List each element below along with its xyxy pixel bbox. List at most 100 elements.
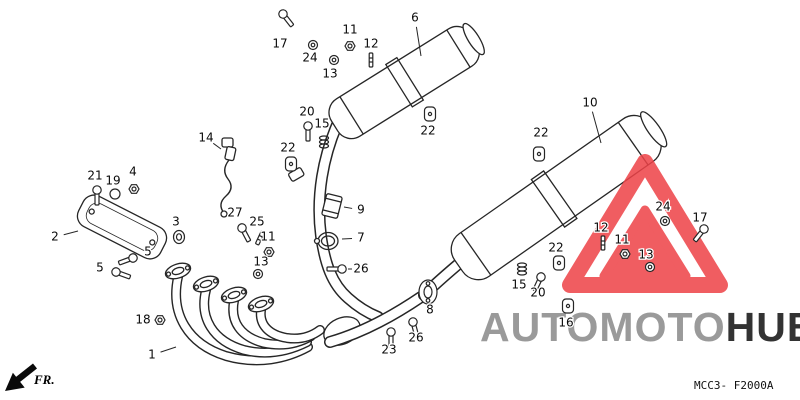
callout-label-13: 13 — [253, 255, 268, 269]
callout-label-12: 12 — [593, 221, 608, 235]
leader-line — [341, 237, 353, 240]
callout-label-18: 18 — [135, 313, 150, 327]
bolt-icon — [326, 264, 347, 274]
brand-automoto: AUTOMOTO — [480, 304, 726, 350]
washer-icon — [307, 39, 319, 51]
bolt-icon — [532, 272, 546, 292]
pipe-clamp — [313, 231, 339, 251]
callout-label-3: 3 — [172, 215, 180, 229]
callout-label-22: 22 — [533, 126, 548, 140]
callout-label-15: 15 — [314, 117, 329, 131]
callout-label-17: 17 — [692, 211, 707, 225]
callout-label-10: 10 — [582, 96, 597, 110]
hardware-glyphs — [92, 9, 709, 348]
bolt-icon — [303, 121, 313, 142]
header-flanges — [164, 262, 275, 313]
muffler-front — [328, 22, 485, 140]
leader-line — [591, 111, 602, 144]
callout-label-26: 26 — [408, 331, 423, 345]
callout-label-15: 15 — [511, 278, 526, 292]
callout-label-2: 2 — [51, 230, 59, 244]
mount-icon — [552, 255, 566, 271]
callout-label-27: 27 — [227, 206, 242, 220]
callout-label-19: 19 — [105, 174, 120, 188]
callout-label-11: 11 — [614, 233, 629, 247]
callout-leaders — [63, 26, 602, 353]
part-code: MCC3- F2000A — [694, 379, 774, 392]
fr-indicator: FR. — [5, 363, 55, 391]
callout-label-25: 25 — [249, 215, 264, 229]
fr-label: FR. — [33, 372, 55, 387]
brand-hub: HUB — [726, 304, 800, 350]
callout-label-11: 11 — [342, 23, 357, 37]
stud-icon — [368, 52, 374, 68]
bolt-icon — [111, 267, 132, 280]
mount-icon — [561, 298, 575, 314]
bolt-icon — [692, 224, 709, 243]
bolt-icon — [117, 253, 138, 266]
callout-label-14: 14 — [198, 131, 213, 145]
flange-icon — [418, 279, 438, 305]
callout-label-20: 20 — [530, 286, 545, 300]
callout-label-26: 26 — [353, 262, 368, 276]
automotohub-logo — [562, 154, 728, 293]
mount-icon — [284, 156, 298, 172]
bolt-icon — [237, 223, 252, 243]
fr-arrow-icon — [5, 372, 25, 391]
callout-label-22: 22 — [280, 141, 295, 155]
callout-label-24: 24 — [302, 51, 317, 65]
callout-label-13: 13 — [638, 248, 653, 262]
washer-icon — [252, 268, 264, 280]
spring-icon — [516, 262, 528, 276]
nut-icon — [154, 315, 166, 325]
callout-label-17: 17 — [272, 37, 287, 51]
leader-line — [160, 346, 177, 353]
nut-icon — [128, 184, 140, 194]
logo-triangle-inner-icon — [599, 205, 691, 281]
callout-label-5: 5 — [96, 261, 104, 275]
logo-triangle-outer-icon — [562, 154, 728, 293]
o2-sensor — [220, 137, 237, 218]
callout-label-22: 22 — [420, 124, 435, 138]
callout-label-4: 4 — [129, 165, 137, 179]
muffler-rear — [450, 111, 668, 281]
bolt-icon — [278, 9, 295, 28]
callout-label-23: 23 — [381, 343, 396, 357]
callout-label-12: 12 — [363, 37, 378, 51]
stud-icon — [600, 235, 606, 251]
stud-icon — [255, 230, 265, 246]
callout-label-7: 7 — [357, 231, 365, 245]
nut-icon — [263, 247, 275, 257]
mount-icon — [423, 106, 437, 122]
bolt-icon — [386, 327, 396, 348]
callout-label-6: 6 — [411, 11, 419, 25]
gasket-icon — [172, 229, 186, 245]
header-flange — [164, 262, 192, 280]
callout-label-11: 11 — [260, 230, 275, 244]
nut-icon — [619, 249, 631, 259]
leader-line — [415, 26, 422, 57]
callout-label-13: 13 — [322, 67, 337, 81]
bolt-icon — [92, 185, 102, 206]
washer-icon — [328, 54, 340, 66]
nut-icon — [344, 41, 356, 51]
callout-label-22: 22 — [548, 241, 563, 255]
callout-label-8: 8 — [426, 303, 434, 317]
mid-pipes — [313, 110, 468, 348]
joint-sleeve — [321, 193, 343, 219]
callout-label-16: 16 — [558, 316, 573, 330]
heat-shield — [76, 194, 168, 260]
callout-label-1: 1 — [148, 348, 156, 362]
callout-label-21: 21 — [87, 169, 102, 183]
washer-icon — [644, 261, 656, 273]
leader-line — [63, 230, 79, 236]
brand-text: AUTOMOTOHUB — [480, 304, 800, 350]
washer-icon — [659, 215, 671, 227]
leader-line — [212, 142, 222, 150]
mount-icon — [532, 146, 546, 162]
header-flange — [220, 286, 248, 304]
callout-label-5: 5 — [144, 245, 152, 259]
